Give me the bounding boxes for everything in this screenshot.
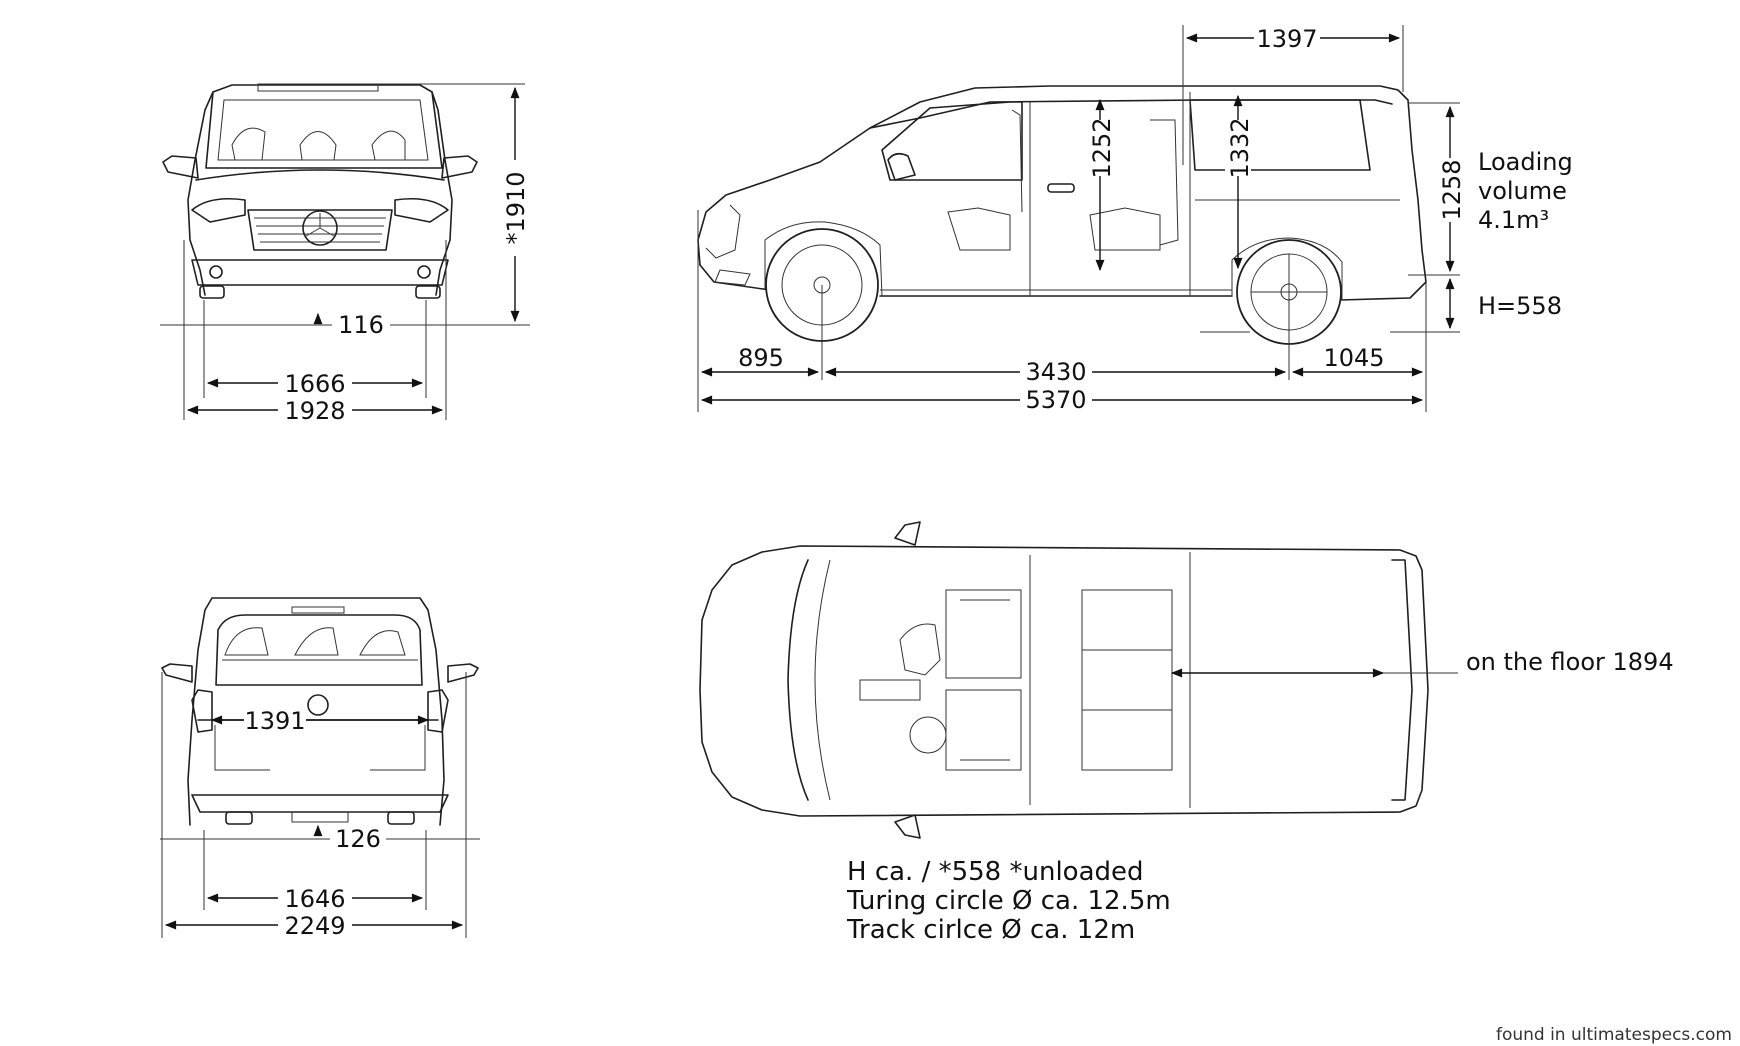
rear-view: 1391 126 1646 2249 — [160, 597, 480, 940]
rear-ground-clearance-label: 126 — [335, 825, 381, 853]
front-overhang-label: 895 — [738, 344, 784, 372]
rear-overhang-label: 1045 — [1323, 344, 1384, 372]
floor-length-label: on the floor 1894 — [1466, 648, 1674, 676]
rear-opening-height-label: 1258 — [1438, 159, 1466, 220]
top-van-outline — [699, 521, 1429, 839]
side-view: 1397 1252 1332 1258 Loading volume 4.1m³… — [697, 25, 1573, 414]
rear-van-outline — [161, 597, 479, 826]
front-height-label: *1910 — [502, 171, 530, 244]
note-line-3: Track cirlce Ø ca. 12m — [846, 915, 1135, 945]
front-view: *1910 116 1666 1928 — [160, 83, 530, 425]
loading-volume-value: 4.1m³ — [1478, 206, 1549, 234]
roof-length-label: 1397 — [1256, 25, 1317, 53]
front-van-outline — [162, 83, 478, 299]
interior-height-rear-label: 1332 — [1226, 117, 1254, 178]
top-view: on the floor 1894 — [699, 521, 1674, 839]
loading-sill-height-label: H=558 — [1478, 292, 1562, 320]
loading-volume-line1: Loading — [1478, 148, 1573, 176]
overall-length-label: 5370 — [1025, 386, 1086, 414]
front-track-label: 1666 — [284, 370, 345, 398]
side-van-outline — [697, 85, 1427, 345]
rear-track-label: 1646 — [284, 885, 345, 913]
rear-width-mirrors-label: 2249 — [284, 912, 345, 940]
source-credit: found in ultimatespecs.com — [1496, 1025, 1732, 1045]
front-width-label: 1928 — [284, 397, 345, 425]
front-ground-clearance-label: 116 — [338, 311, 384, 339]
loading-volume-line2: volume — [1478, 177, 1567, 205]
note-line-2: Turing circle Ø ca. 12.5m — [846, 886, 1171, 916]
rear-inner-width-label: 1391 — [244, 707, 305, 735]
interior-height-front-label: 1252 — [1088, 117, 1116, 178]
note-line-1: H ca. / *558 *unloaded — [847, 857, 1144, 887]
notes-block: H ca. / *558 *unloaded Turing circle Ø c… — [846, 857, 1171, 945]
wheelbase-label: 3430 — [1025, 358, 1086, 386]
